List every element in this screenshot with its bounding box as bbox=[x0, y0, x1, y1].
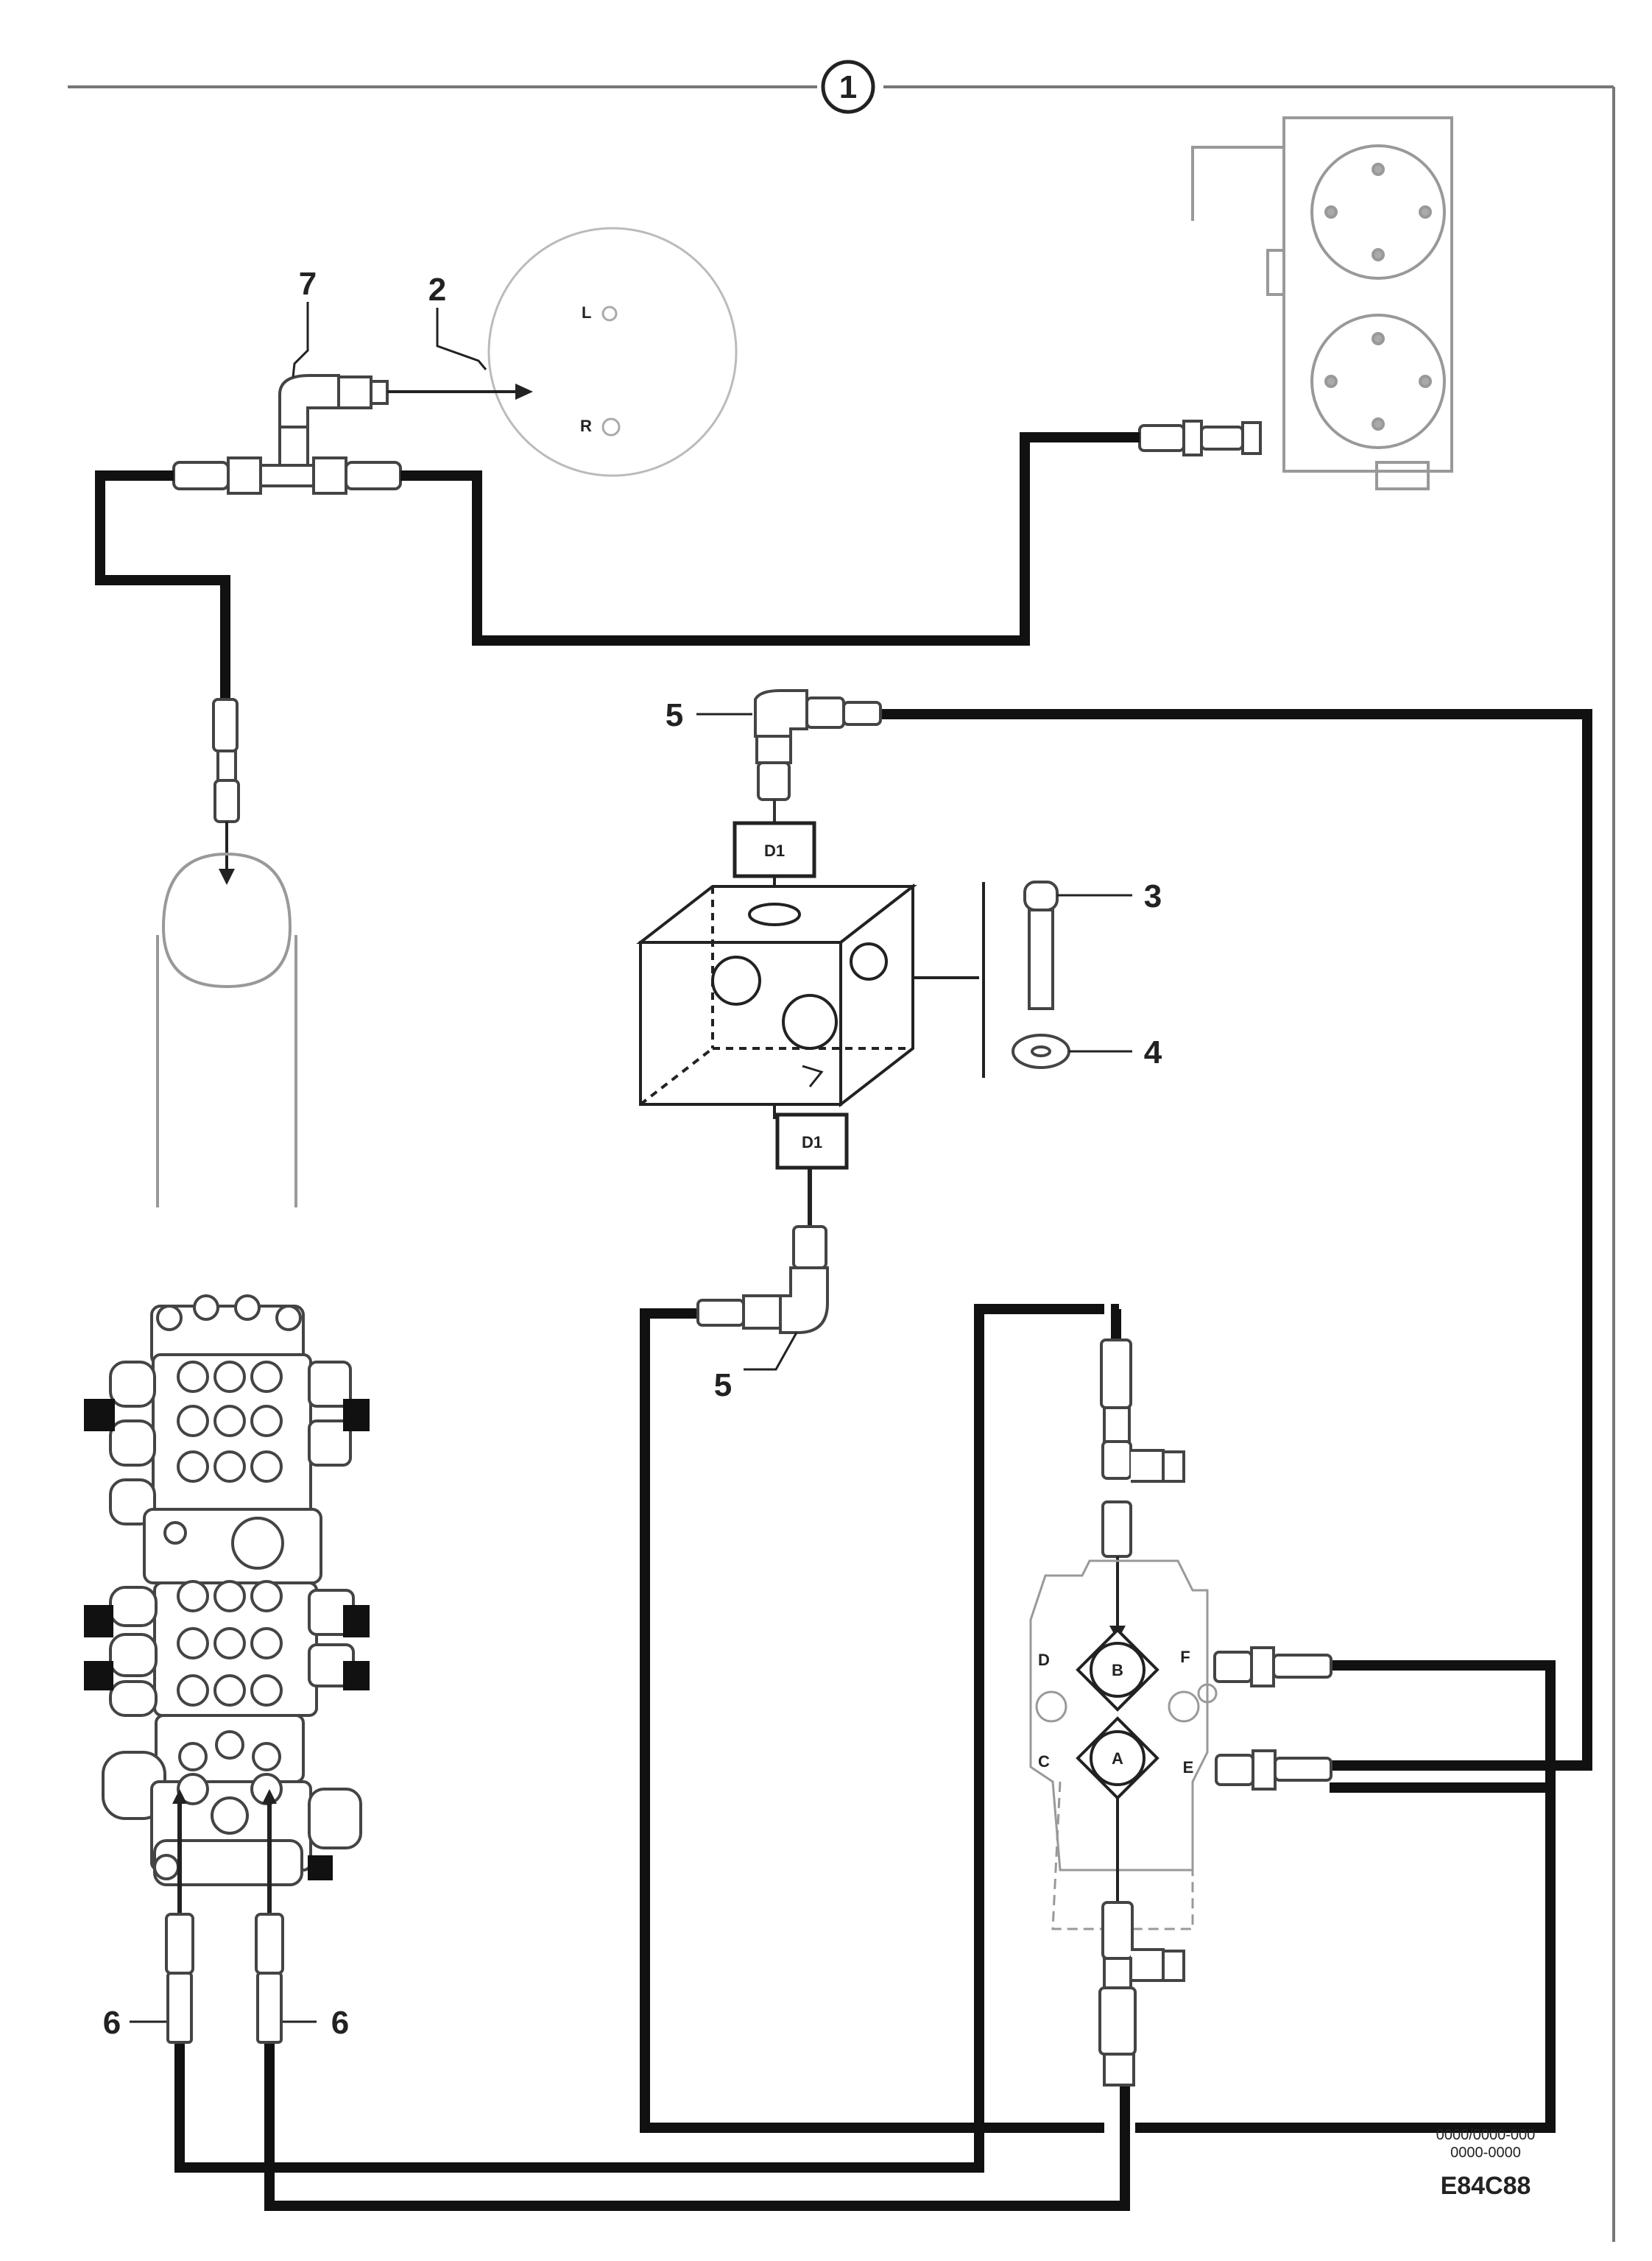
valve-port-e: E bbox=[1183, 1758, 1194, 1777]
pump-fitting bbox=[1138, 420, 1262, 456]
d1-top-label: D1 bbox=[764, 842, 785, 860]
tank: L R bbox=[487, 227, 738, 477]
header-circle: 1 bbox=[821, 60, 875, 114]
callout-7: 7 bbox=[299, 266, 317, 302]
reference-code-2: 0000-0000 bbox=[1450, 2145, 1521, 2161]
cylinder-fitting bbox=[212, 698, 240, 823]
pump-unit bbox=[1191, 116, 1453, 490]
d1-bottom-port: D1 bbox=[775, 1112, 849, 1170]
d1-top-port: D1 bbox=[733, 821, 816, 878]
tank-port-r: R bbox=[580, 417, 592, 435]
callout-6-right: 6 bbox=[331, 2005, 349, 2041]
cylinder bbox=[156, 852, 297, 1207]
callout-6-left: 6 bbox=[103, 2005, 121, 2041]
tee-fitting bbox=[172, 374, 402, 495]
valve-port-a: A bbox=[1112, 1749, 1123, 1768]
valve-port-b: B bbox=[1112, 1661, 1123, 1679]
valve-port-f: F bbox=[1180, 1648, 1190, 1666]
callout-4: 4 bbox=[1144, 1034, 1162, 1070]
header-circle-label: 1 bbox=[839, 69, 857, 105]
frame bbox=[68, 85, 1615, 2242]
hose-lines bbox=[95, 432, 1592, 2211]
valve-port-c: C bbox=[1038, 1752, 1050, 1771]
tee-to-tank-arrowhead bbox=[515, 384, 533, 400]
d1-bottom-label: D1 bbox=[802, 1133, 822, 1151]
valve-block bbox=[636, 882, 985, 1108]
valve-port-d: D bbox=[1038, 1651, 1050, 1669]
bolt bbox=[1023, 881, 1059, 1010]
callout-3: 3 bbox=[1144, 878, 1162, 914]
callout-2: 2 bbox=[428, 272, 446, 308]
bottom-elbow-fitting bbox=[696, 1225, 829, 1334]
directional-valve: B A D C F E bbox=[1029, 1338, 1332, 2087]
control-valve-stack bbox=[84, 1294, 370, 2044]
callout-5-top: 5 bbox=[666, 697, 683, 733]
drawing-id: E84C88 bbox=[1441, 2172, 1531, 2200]
callout-5-bottom: 5 bbox=[714, 1367, 732, 1403]
tank-port-l: L bbox=[582, 303, 591, 322]
reference-code-1: 0000/0000-000 bbox=[1436, 2127, 1536, 2143]
top-elbow-fitting bbox=[754, 689, 882, 801]
drawing-reference: 0000/0000-000 0000-0000 E84C88 bbox=[1436, 2127, 1536, 2200]
washer bbox=[1012, 1034, 1070, 1069]
cylinder-arrowhead bbox=[219, 869, 235, 885]
callout-leaders bbox=[130, 302, 1132, 2023]
